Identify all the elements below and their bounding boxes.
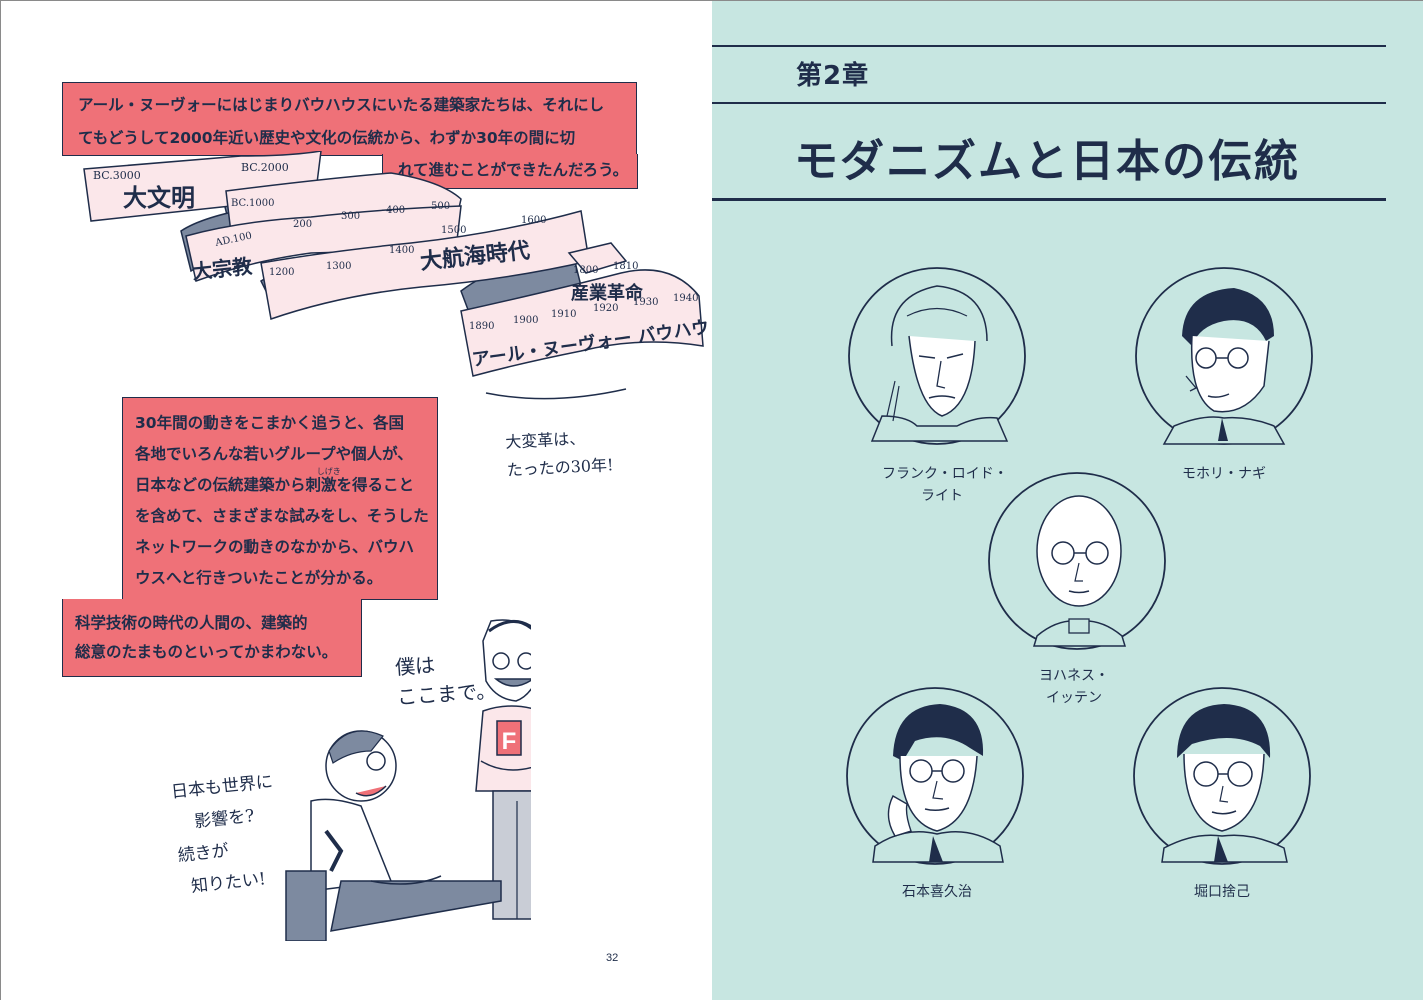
body-line-3: 日本などの伝統建築から刺しげき激を得ること bbox=[135, 467, 425, 501]
tick-1940: 1940 bbox=[673, 293, 698, 304]
intro-text-box: アール・ヌーヴォーにはじまりバウハウスにいたる建築家たちは、それにし てもどうし… bbox=[62, 82, 637, 156]
tick-1890: 1890 bbox=[469, 321, 494, 332]
portrait-wright bbox=[847, 266, 1027, 446]
conclusion-text-box: 科学技術の時代の人間の、建築的 総意のたまものといってかまわない。 bbox=[62, 599, 362, 677]
body-line-4: を含めて、さまざまな試みをし、そうした bbox=[135, 507, 429, 525]
portrait-horiguchi bbox=[1132, 686, 1312, 866]
era-religions: 大宗教 bbox=[191, 254, 254, 284]
page-number: 32 bbox=[606, 952, 619, 964]
body-text-box: 30年間の動きをこまかく追うと、各国 各地でいろんな若いグループや個人が、 日本… bbox=[122, 397, 438, 600]
teacher-student-illustration: F bbox=[285, 619, 531, 941]
ruby-geki: しげき激 bbox=[317, 467, 341, 501]
tick-200: 200 bbox=[293, 219, 312, 230]
body-line-2: 各地でいろんな若いグループや個人が、 bbox=[135, 445, 413, 463]
teacher-speech: 僕は ここまで。 bbox=[394, 646, 497, 713]
tick-1800: 1800 bbox=[573, 265, 598, 276]
era-industrial-revolution: 産業革命 bbox=[571, 282, 644, 304]
body-line-1: 30年間の動きをこまかく追うと、各国 bbox=[135, 414, 404, 432]
tick-1200: 1200 bbox=[269, 267, 294, 278]
shirt-letter: F bbox=[502, 728, 517, 755]
intro-line-2: てもどうして2000年近い歴史や文化の伝統から、わずか30年の間に切 bbox=[78, 129, 576, 147]
caption-horiguchi-line-1: 堀口捨己 bbox=[1194, 884, 1250, 900]
left-page: アール・ヌーヴォーにはじまりバウハウスにいたる建築家たちは、それにし てもどうし… bbox=[1, 1, 712, 1000]
tick-1400: 1400 bbox=[389, 245, 414, 256]
tick-1920: 1920 bbox=[593, 303, 618, 314]
tick-1930: 1930 bbox=[633, 297, 658, 308]
tick-300: 300 bbox=[341, 211, 360, 222]
caption-itten-line-1: ヨハネス・ bbox=[1039, 668, 1109, 684]
tick-1900: 1900 bbox=[513, 315, 538, 326]
conclusion-line-2: 総意のたまものといってかまわない。 bbox=[75, 643, 338, 661]
middle-rule bbox=[712, 102, 1386, 104]
tick-1600: 1600 bbox=[521, 215, 546, 226]
bottom-rule bbox=[712, 198, 1386, 201]
tick-bc3000: BC.3000 bbox=[93, 169, 141, 182]
caption-horiguchi: 堀口捨己 bbox=[1162, 881, 1282, 903]
caption-wright: フランク・ロイド・ ライト bbox=[882, 463, 1008, 507]
caption-wright-line-1: フランク・ロイド・ bbox=[882, 466, 1008, 482]
era-civilizations: 大文明 bbox=[123, 183, 195, 212]
small-note-line-2: たったの30年! bbox=[506, 455, 614, 480]
chapter-title: モダニズムと日本の伝統 bbox=[794, 136, 1300, 187]
tick-400: 400 bbox=[386, 205, 405, 216]
student-speech: 日本も世界に 影響を? 続きが 知りたい! bbox=[170, 766, 285, 904]
caption-itten: ヨハネス・ イッテン bbox=[1014, 665, 1134, 709]
portrait-ishimoto bbox=[845, 686, 1025, 866]
intro-line-1: アール・ヌーヴォーにはじまりバウハウスにいたる建築家たちは、それにし bbox=[78, 96, 605, 114]
caption-wright-line-2: ライト bbox=[921, 488, 963, 504]
tick-1910: 1910 bbox=[551, 309, 576, 320]
history-ribbon-illustration: BC.3000 BC.2000 BC.1000 AD.100 200 300 4… bbox=[83, 151, 711, 400]
tick-1500: 1500 bbox=[441, 225, 466, 236]
ruby-reading: しげき bbox=[316, 467, 341, 476]
tick-bc2000: BC.2000 bbox=[241, 161, 289, 174]
top-rule bbox=[712, 45, 1386, 47]
caption-moholy-nagy-line-1: モホリ・ナギ bbox=[1182, 466, 1266, 482]
tick-1810: 1810 bbox=[613, 261, 638, 272]
chapter-label: 第2章 bbox=[796, 61, 870, 91]
tick-500: 500 bbox=[431, 201, 450, 212]
intro-line-3: れて進むことができたんだろう。 bbox=[398, 161, 629, 179]
caption-ishimoto-line-1: 石本喜久治 bbox=[902, 884, 972, 900]
body-line-3-post: を得ること bbox=[336, 476, 415, 494]
caption-ishimoto: 石本喜久治 bbox=[877, 881, 997, 903]
caption-itten-line-2: イッテン bbox=[1046, 690, 1102, 706]
right-page: 第2章 モダニズムと日本の伝統 フランク・ロイド・ ライト bbox=[712, 1, 1423, 1000]
conclusion-line-1: 科学技術の時代の人間の、建築的 bbox=[75, 614, 308, 632]
portrait-moholy-nagy bbox=[1134, 266, 1314, 446]
body-line-5: ネットワークの動きのなかから、バウハ bbox=[135, 538, 415, 556]
body-line-6: ウスへと行きついたことが分かる。 bbox=[135, 569, 383, 587]
ruby-base: 激 bbox=[321, 476, 337, 494]
small-note-handwritten: 大変革は、 たったの30年! bbox=[505, 423, 615, 485]
tick-1300: 1300 bbox=[326, 261, 351, 272]
portrait-itten bbox=[987, 471, 1167, 651]
caption-moholy-nagy: モホリ・ナギ bbox=[1164, 463, 1284, 485]
tick-bc1000: BC.1000 bbox=[231, 198, 274, 209]
body-line-3-pre: 日本などの伝統建築から刺 bbox=[135, 476, 322, 494]
